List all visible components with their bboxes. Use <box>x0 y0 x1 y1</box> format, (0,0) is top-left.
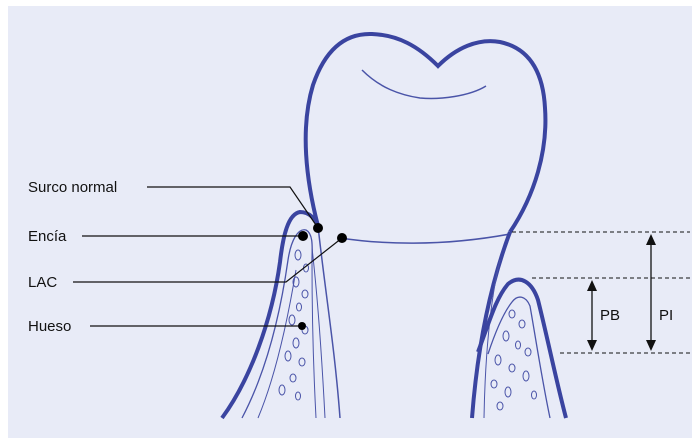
marker-dot-surco <box>313 223 323 233</box>
label-hueso: Hueso <box>28 318 71 335</box>
label-surco-normal: Surco normal <box>28 179 117 196</box>
label-lac: LAC <box>28 274 57 291</box>
label-pi: PI <box>659 307 673 324</box>
marker-dot-lac <box>337 233 347 243</box>
marker-dot-hueso <box>298 322 306 330</box>
label-encia: Encía <box>28 228 67 245</box>
marker-dot-encia <box>298 231 308 241</box>
diagram-background <box>8 6 692 438</box>
label-pb: PB <box>600 307 620 324</box>
